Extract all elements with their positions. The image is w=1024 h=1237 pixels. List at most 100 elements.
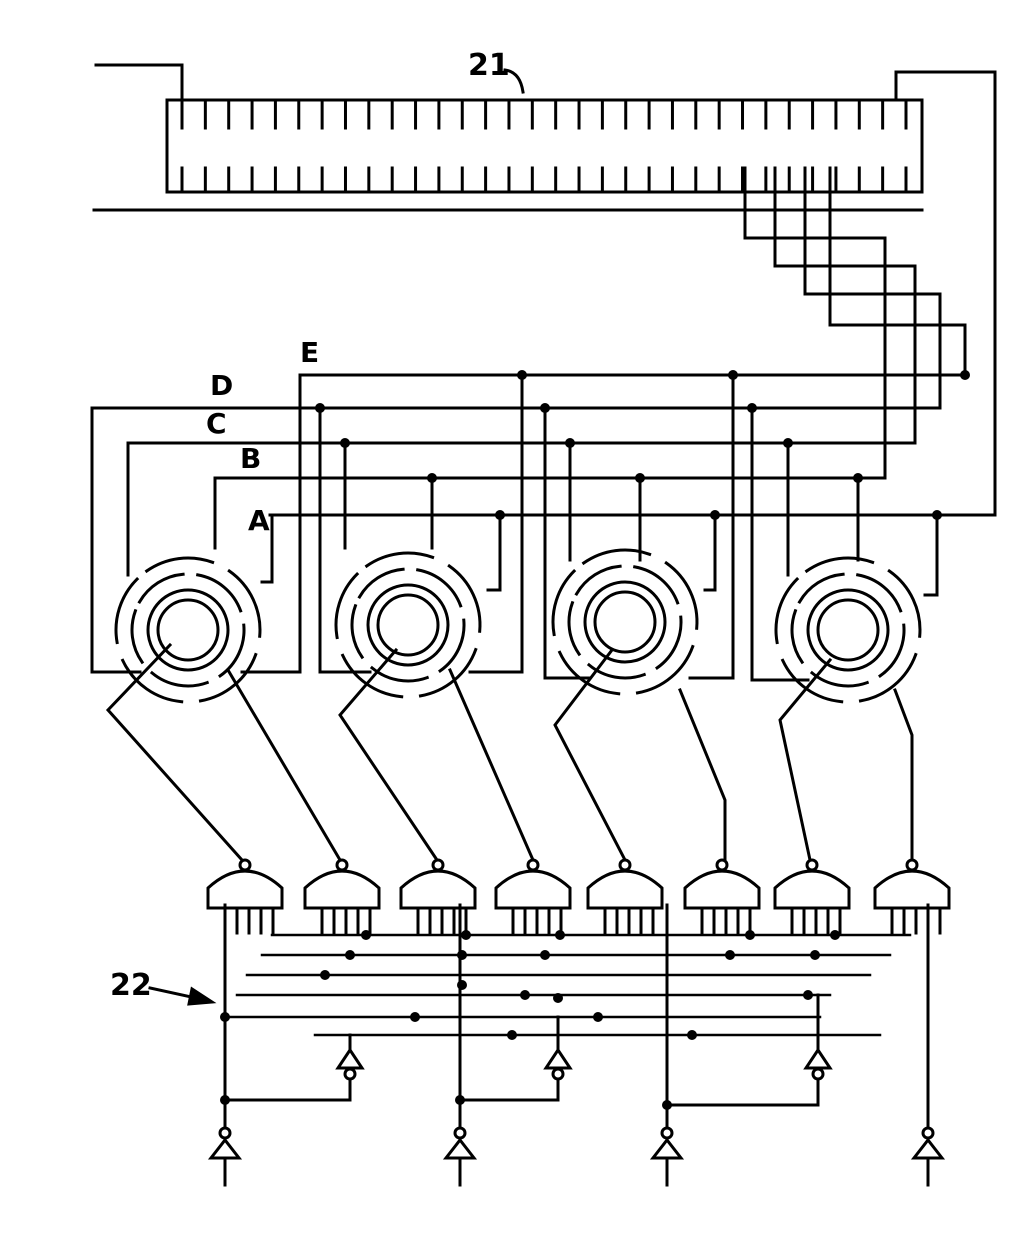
junction-dots bbox=[220, 370, 970, 1110]
switch-hub bbox=[378, 595, 438, 655]
junction-dot bbox=[853, 473, 863, 483]
junction-dot bbox=[593, 1012, 603, 1022]
and-gate-array bbox=[208, 860, 949, 933]
line-label-c: C bbox=[206, 407, 227, 440]
gate-body bbox=[305, 871, 379, 908]
inverter-triangle bbox=[546, 1050, 570, 1068]
switch-contact-inner bbox=[152, 673, 207, 686]
gate-body bbox=[685, 871, 759, 908]
gate-output-bubble bbox=[907, 860, 917, 870]
and-gate bbox=[305, 860, 379, 933]
buffer-triangle bbox=[914, 1140, 942, 1158]
decoder-matrix bbox=[225, 935, 910, 1035]
gate-output-bubble bbox=[528, 860, 538, 870]
and-gate bbox=[685, 860, 759, 933]
switch-contact-outer bbox=[367, 553, 433, 566]
gate-body bbox=[208, 871, 282, 908]
buffer-triangle bbox=[446, 1140, 474, 1158]
and-gate bbox=[875, 860, 949, 933]
junction-dot bbox=[932, 510, 942, 520]
switch-contact-outer bbox=[421, 650, 476, 696]
input-buffer bbox=[653, 1128, 681, 1158]
junction-dot bbox=[340, 438, 350, 448]
junction-dot bbox=[220, 1095, 230, 1105]
and-gate bbox=[588, 860, 662, 933]
rotary-switch bbox=[776, 558, 920, 702]
junction-dot bbox=[410, 1012, 420, 1022]
switch-contact-outer bbox=[807, 558, 873, 571]
switch-hub bbox=[818, 600, 878, 660]
switch-contact-outer bbox=[201, 655, 256, 701]
inverter-bubble bbox=[813, 1069, 823, 1079]
junction-dot bbox=[687, 1030, 697, 1040]
rotary-switch bbox=[553, 550, 697, 694]
input-network bbox=[225, 905, 928, 1185]
junction-dot bbox=[220, 1012, 230, 1022]
junction-dot bbox=[662, 1100, 672, 1110]
line-label-e: E bbox=[300, 336, 319, 369]
and-gate bbox=[401, 860, 475, 933]
junction-dot bbox=[747, 403, 757, 413]
line-b bbox=[215, 478, 885, 548]
buffer-bubble bbox=[923, 1128, 933, 1138]
gate-output-bubble bbox=[620, 860, 630, 870]
inverter bbox=[546, 1050, 570, 1079]
input-buffer bbox=[914, 1128, 942, 1158]
input-lead-top bbox=[96, 65, 182, 100]
junction-dot bbox=[553, 993, 563, 1003]
junction-dot bbox=[555, 930, 565, 940]
junction-dot bbox=[320, 970, 330, 980]
line-label-d: D bbox=[210, 369, 233, 402]
junction-dot bbox=[803, 990, 813, 1000]
and-gate bbox=[208, 860, 282, 933]
switch-hub bbox=[595, 592, 655, 652]
buffer-triangle bbox=[653, 1140, 681, 1158]
junction-dot bbox=[427, 473, 437, 483]
staircase-bus bbox=[300, 168, 965, 478]
junction-dot bbox=[457, 980, 467, 990]
gate-body bbox=[775, 871, 849, 908]
gate-output-bubble bbox=[240, 860, 250, 870]
switch-contact-inner bbox=[140, 574, 184, 602]
buffer-bubble bbox=[455, 1128, 465, 1138]
connector-body bbox=[167, 100, 922, 192]
buffer-bubble bbox=[662, 1128, 672, 1138]
inverter-bubble bbox=[345, 1069, 355, 1079]
gate-body bbox=[875, 871, 949, 908]
junction-dot bbox=[345, 950, 355, 960]
junction-dot bbox=[540, 403, 550, 413]
arrow-22 bbox=[150, 988, 212, 1004]
inverters bbox=[338, 1050, 830, 1079]
junction-dot bbox=[565, 438, 575, 448]
junction-dot bbox=[725, 950, 735, 960]
gate-output-bubble bbox=[717, 860, 727, 870]
gate-output-bubble bbox=[433, 860, 443, 870]
gate-output-bubble bbox=[337, 860, 347, 870]
junction-dot bbox=[810, 950, 820, 960]
switch-contact-inner bbox=[812, 673, 867, 686]
buffer-triangle bbox=[211, 1140, 239, 1158]
and-gate bbox=[496, 860, 570, 933]
ref-label-22: 22 bbox=[110, 968, 152, 1003]
junction-dot bbox=[960, 370, 970, 380]
switch-contact-outer bbox=[861, 655, 916, 701]
buffer-bubble bbox=[220, 1128, 230, 1138]
inverter-bubble bbox=[553, 1069, 563, 1079]
and-gate bbox=[775, 860, 849, 933]
junction-dot bbox=[520, 990, 530, 1000]
switch-contact-inner bbox=[800, 574, 844, 602]
junction-dot bbox=[830, 930, 840, 940]
switch-contact-inner bbox=[569, 603, 579, 654]
switch-rotor bbox=[585, 582, 665, 662]
switch-contact-inner bbox=[352, 606, 362, 657]
gate-body bbox=[401, 871, 475, 908]
switch-rotor bbox=[808, 590, 888, 670]
junction-dot bbox=[495, 510, 505, 520]
switch-rotor bbox=[368, 585, 448, 665]
line-label-a: A bbox=[248, 504, 270, 537]
inverter bbox=[806, 1050, 830, 1079]
switch-contact-inner bbox=[360, 569, 404, 597]
rotary-switch bbox=[336, 553, 480, 697]
